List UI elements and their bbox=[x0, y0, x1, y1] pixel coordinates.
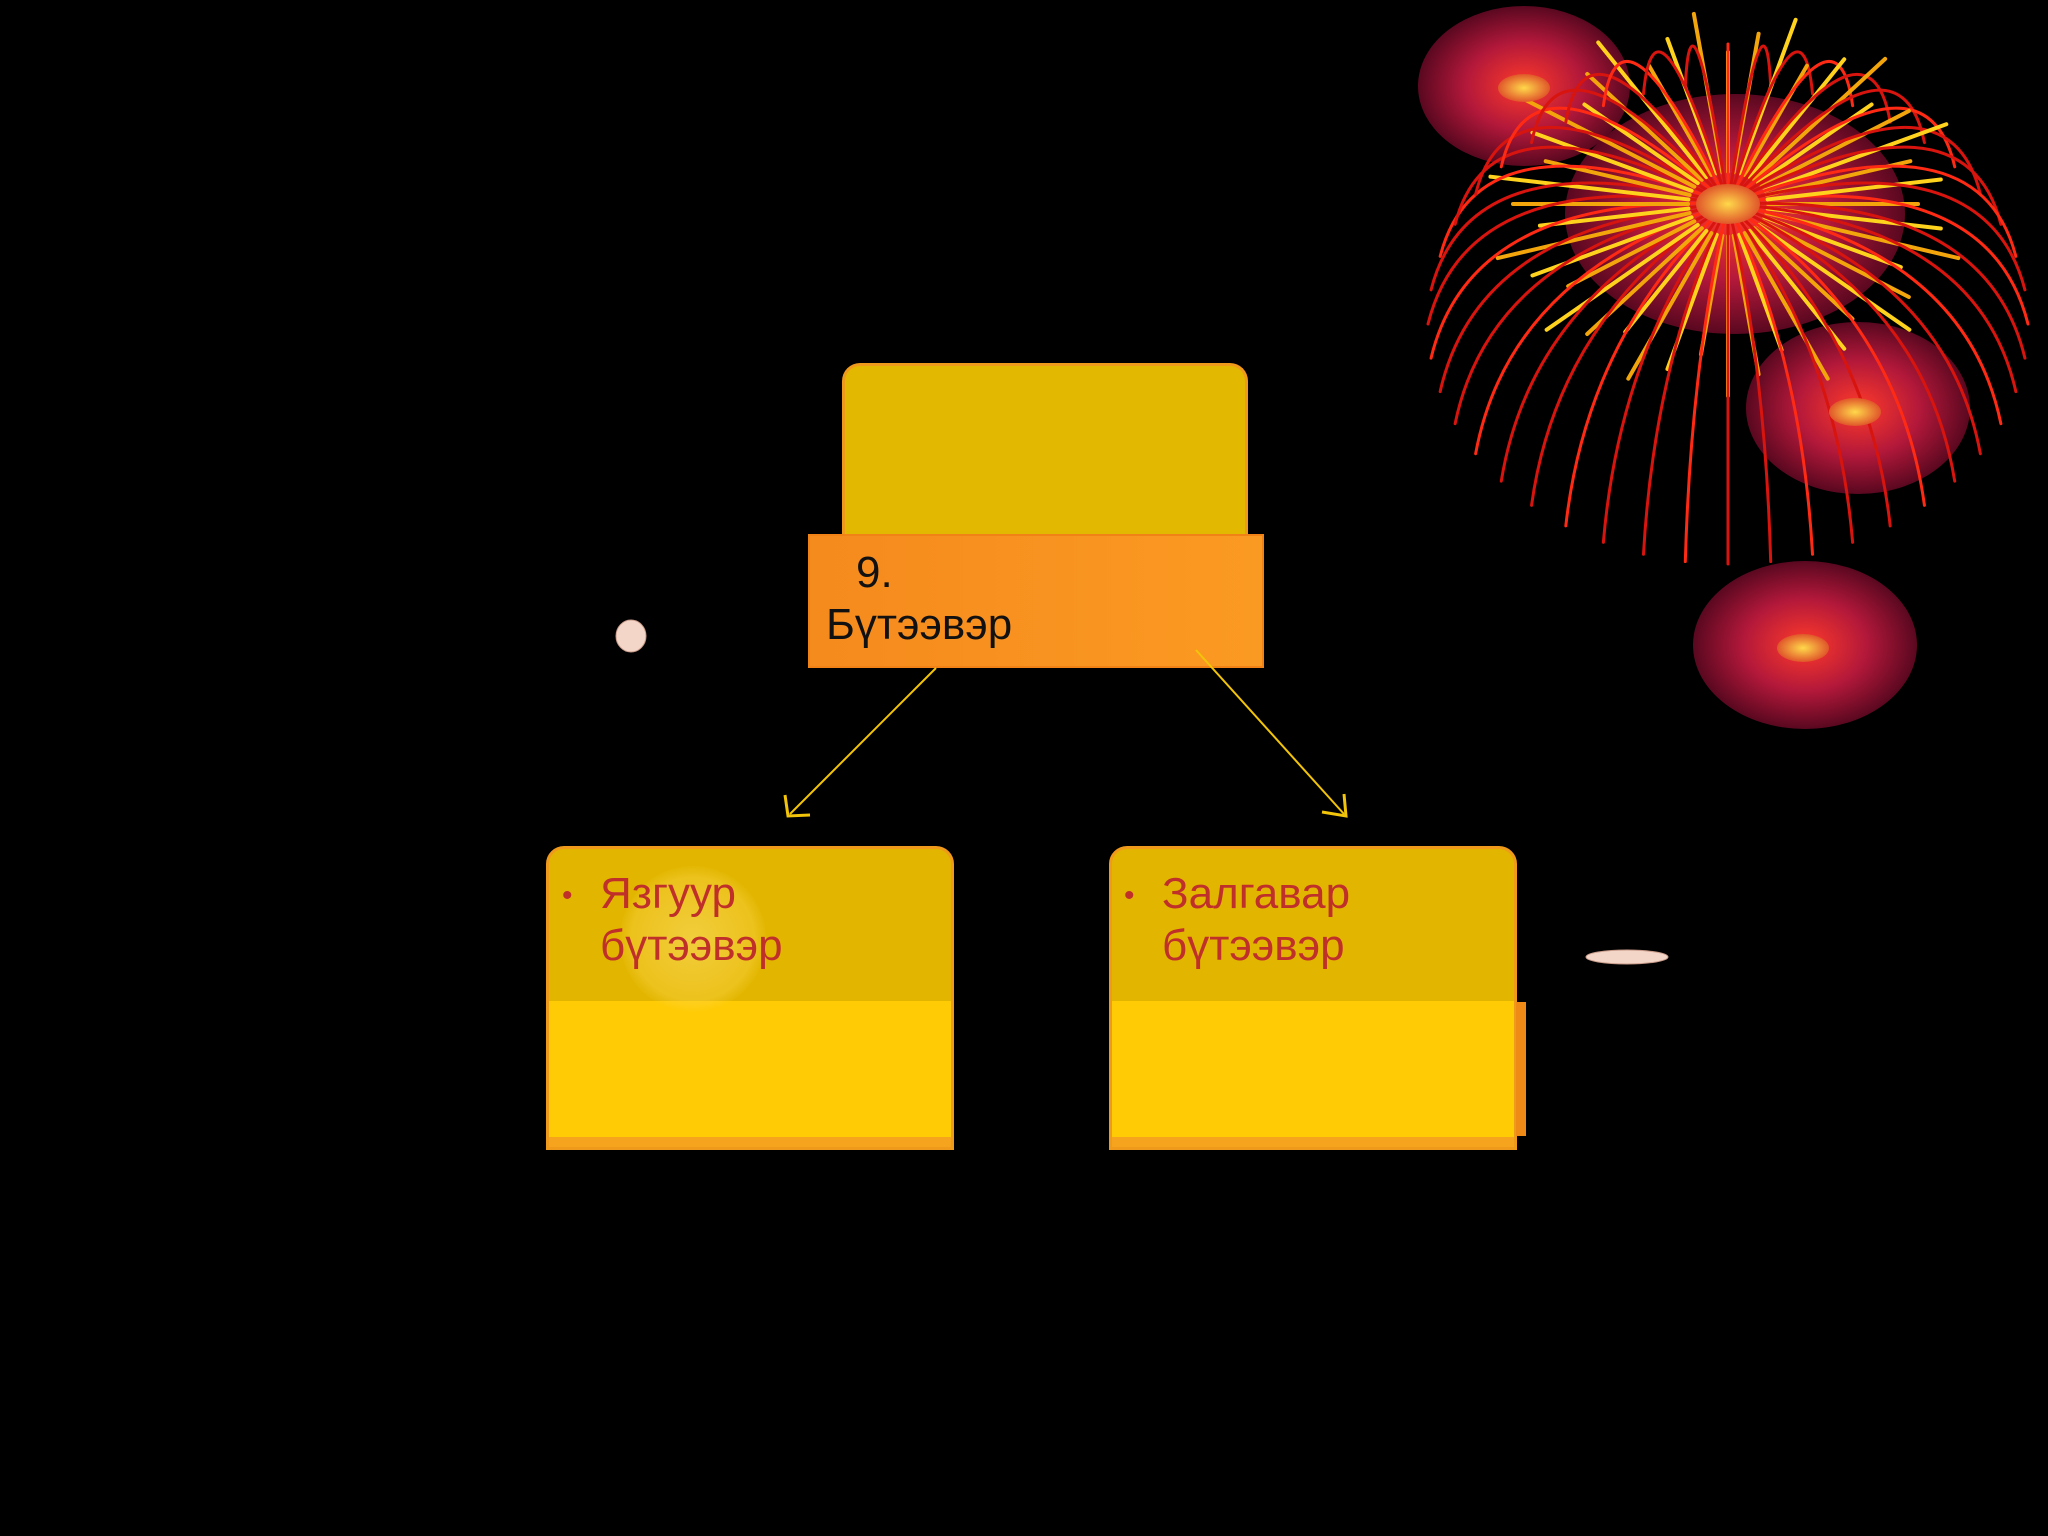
bullet-icon: • bbox=[562, 879, 573, 912]
child-node-edge bbox=[549, 1137, 951, 1147]
child-node-label-left: Язгуур бүтээвэр bbox=[600, 869, 783, 970]
arrow-left bbox=[789, 667, 937, 815]
arrow-right-head bbox=[1321, 793, 1348, 818]
root-node-top bbox=[842, 363, 1248, 549]
root-node-number: 9. bbox=[856, 548, 893, 597]
child-node-edge bbox=[1112, 1137, 1514, 1147]
fireworks-decoration bbox=[1418, 6, 2030, 729]
root-node-band bbox=[808, 534, 1264, 668]
highlight-glow bbox=[620, 866, 766, 1012]
child-node-label-right: Залгавар бүтээвэр bbox=[1162, 869, 1351, 970]
child-node-side-tab bbox=[1516, 1002, 1526, 1136]
arrow-left-head bbox=[783, 794, 811, 818]
dash-decoration bbox=[1585, 949, 1669, 965]
root-node-label: Бүтээвэр bbox=[826, 600, 1013, 649]
dot-decoration bbox=[615, 619, 647, 653]
bullet-icon: • bbox=[1124, 879, 1135, 912]
child-node-suffix-morpheme bbox=[1109, 846, 1517, 1150]
arrow-right bbox=[1195, 649, 1345, 815]
